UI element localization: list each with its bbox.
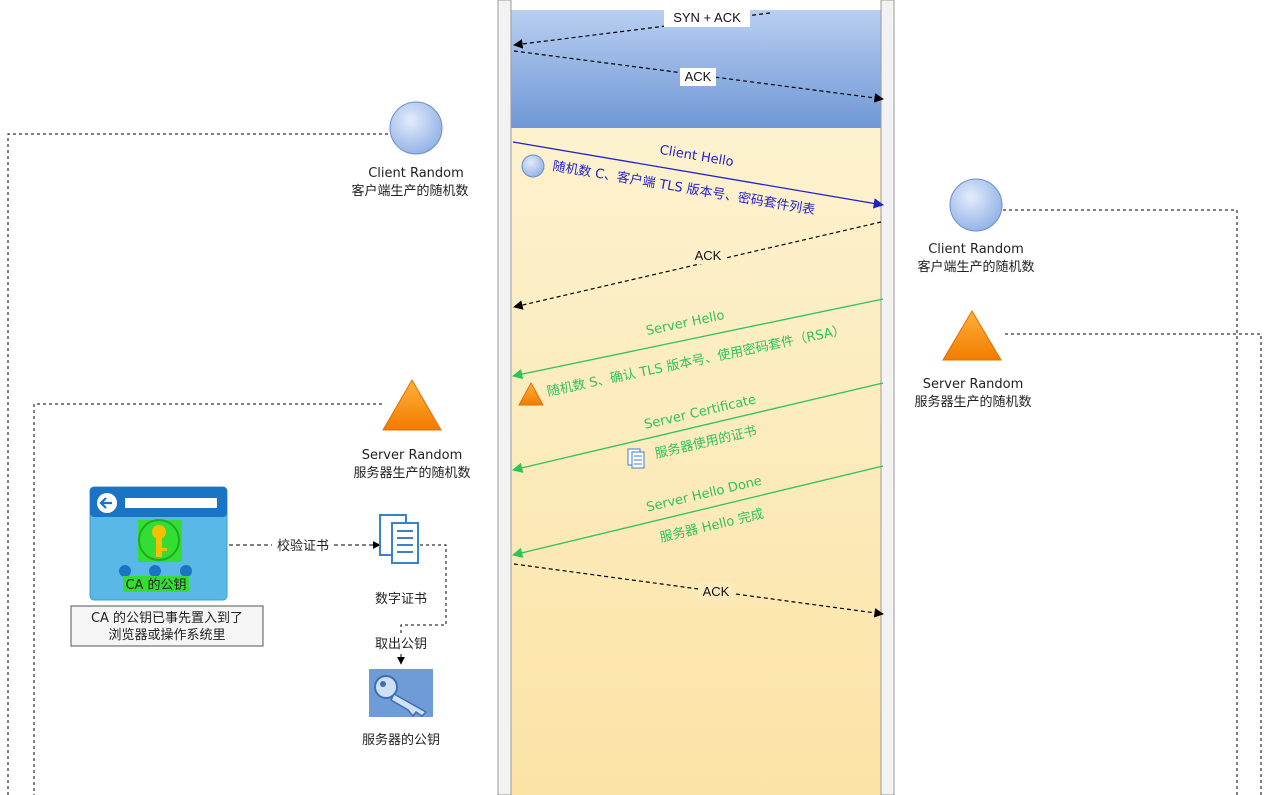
ca-public-key-label: CA 的公钥 xyxy=(125,577,186,593)
extract-key-label: 取出公钥 xyxy=(375,637,427,652)
right-client-random-title: Client Random xyxy=(928,242,1024,257)
right-server-random-desc: 服务器生产的随机数 xyxy=(914,394,1031,410)
tls-handshake-band xyxy=(511,128,881,795)
digital-certificate-icon xyxy=(379,514,419,564)
key-icon xyxy=(369,669,433,718)
ack-arrow-3 xyxy=(513,563,884,618)
left-server-random-desc: 服务器生产的随机数 xyxy=(353,465,470,481)
server-random-small-icon xyxy=(518,381,544,406)
server-public-key-label: 服务器的公钥 xyxy=(362,732,440,748)
server-certificate-arrow xyxy=(511,382,884,473)
right-client-random-connector xyxy=(1003,209,1238,795)
digital-certificate-label: 数字证书 xyxy=(375,592,427,607)
right-server-random-title: Server Random xyxy=(923,377,1024,392)
server-hello-done-arrow xyxy=(511,465,884,558)
left-server-random-title: Server Random xyxy=(362,448,463,463)
left-client-random-title: Client Random xyxy=(368,166,464,181)
right-client-random-desc: 客户端生产的随机数 xyxy=(917,259,1034,275)
ca-note-box xyxy=(70,605,264,647)
right-server-random-icon xyxy=(942,310,1002,361)
server-hello-arrow xyxy=(511,298,884,380)
right-server-random-connector xyxy=(1005,333,1262,795)
server-lifeline xyxy=(880,0,895,795)
ack-label-1: ACK xyxy=(685,69,712,84)
ack-arrow-1 xyxy=(513,50,884,103)
verify-label: 校验证书 xyxy=(277,538,329,554)
client-random-connector xyxy=(7,133,388,795)
server-random-connector xyxy=(33,403,382,795)
syn-ack-label: SYN + ACK xyxy=(673,10,741,25)
client-hello-arrow xyxy=(512,141,885,209)
client-random-icon xyxy=(389,101,443,155)
server-random-icon xyxy=(382,379,442,431)
client-lifeline xyxy=(497,0,512,795)
certificate-small-icon xyxy=(627,448,645,469)
browser-ca-icon xyxy=(89,486,228,601)
ack-label-2: ACK xyxy=(695,248,722,263)
ack-label-3: ACK xyxy=(703,584,730,599)
left-client-random-desc: 客户端生产的随机数 xyxy=(351,183,468,199)
ca-note-line2: 浏览器或操作系统里 xyxy=(108,627,225,643)
client-random-small-icon xyxy=(521,154,545,178)
right-client-random-icon xyxy=(949,178,1003,232)
ca-note-line1: CA 的公钥已事先置入到了 xyxy=(91,610,243,626)
